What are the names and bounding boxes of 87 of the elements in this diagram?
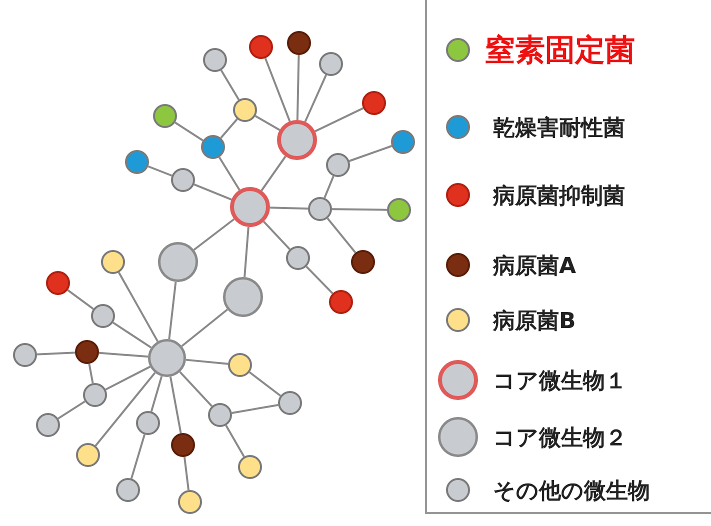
link-line [248, 371, 282, 397]
link-line [183, 456, 190, 490]
link-line [58, 400, 86, 420]
microbe-node [351, 250, 375, 274]
microbe-node [171, 168, 195, 192]
legend-label: 乾燥害耐性菌 [493, 114, 625, 143]
link-line [186, 358, 228, 365]
link-line [112, 322, 152, 348]
link-line [314, 107, 364, 132]
link-line [332, 208, 388, 211]
legend-label: 病原菌A [493, 253, 576, 281]
link-line [174, 122, 204, 142]
microbe-node [208, 403, 232, 427]
link-line [232, 404, 278, 414]
link-line [98, 352, 148, 358]
microbe-node [83, 383, 107, 407]
legend-label: コア微生物２ [493, 425, 627, 453]
legend-label: コア微生物１ [493, 368, 627, 396]
legend-label: その他の微生物 [493, 478, 650, 506]
microbe-node [228, 353, 252, 377]
microbe-node [36, 413, 60, 437]
microbe-node [91, 304, 115, 328]
microbe-node [101, 250, 125, 274]
legend-label: 病原菌B [493, 308, 576, 336]
microbe-node [362, 91, 386, 115]
microbe-node [308, 197, 332, 221]
link-line [105, 366, 151, 390]
legend-label: 窒素固定菌 [485, 32, 635, 70]
link-line [150, 376, 163, 412]
link-line [193, 218, 235, 251]
microbe-node [287, 31, 311, 55]
link-line [218, 156, 240, 190]
microbe-node [136, 411, 160, 435]
link-line [220, 70, 240, 100]
microbe-node [238, 455, 262, 479]
microbe-node [329, 290, 353, 314]
link-line [36, 352, 76, 356]
core-microbe-node [230, 187, 270, 227]
link-line [179, 371, 213, 407]
link-line [94, 372, 156, 446]
microbe-node [13, 343, 37, 367]
microbe-node [76, 443, 100, 467]
link-line [88, 364, 94, 384]
microbe-node [203, 48, 227, 72]
microbe-node [171, 433, 195, 457]
link-line [169, 376, 182, 434]
core-microbe-node [158, 242, 198, 282]
microbe-node [326, 153, 350, 177]
microbe-node [46, 271, 70, 295]
microbe-node [178, 490, 202, 514]
microbe-node [153, 104, 177, 128]
microbe-node [233, 98, 257, 122]
link-line [260, 156, 286, 192]
link-line [296, 54, 300, 120]
link-line [306, 266, 334, 294]
link-line [244, 226, 250, 278]
microbe-node [116, 478, 140, 502]
microbe-node [278, 391, 302, 415]
legend-label: 病原菌抑制菌 [493, 183, 625, 211]
microbe-node [319, 52, 343, 76]
link-line [148, 165, 172, 177]
microbe-node [286, 246, 310, 270]
microbe-node [201, 135, 225, 159]
link-line [181, 308, 228, 347]
link-line [326, 218, 356, 254]
link-line [304, 74, 328, 122]
microbe-node [387, 198, 411, 222]
core-microbe-node [277, 120, 317, 160]
microbe-node [391, 130, 415, 154]
link-line [254, 115, 280, 131]
core-microbe-node [223, 277, 263, 317]
link-line [168, 282, 177, 340]
link-line [264, 58, 291, 122]
link-line [270, 206, 308, 210]
link-line [324, 176, 334, 198]
microbe-node [125, 150, 149, 174]
link-line [130, 434, 146, 479]
link-line [220, 118, 238, 139]
link-line [262, 220, 290, 250]
link-line [348, 145, 392, 162]
link-line [194, 184, 232, 200]
link-line [118, 272, 159, 342]
microbe-node [249, 35, 273, 59]
microbe-node [75, 340, 99, 364]
core-microbe-node [148, 339, 186, 377]
link-line [67, 289, 94, 310]
link-line [225, 424, 245, 458]
